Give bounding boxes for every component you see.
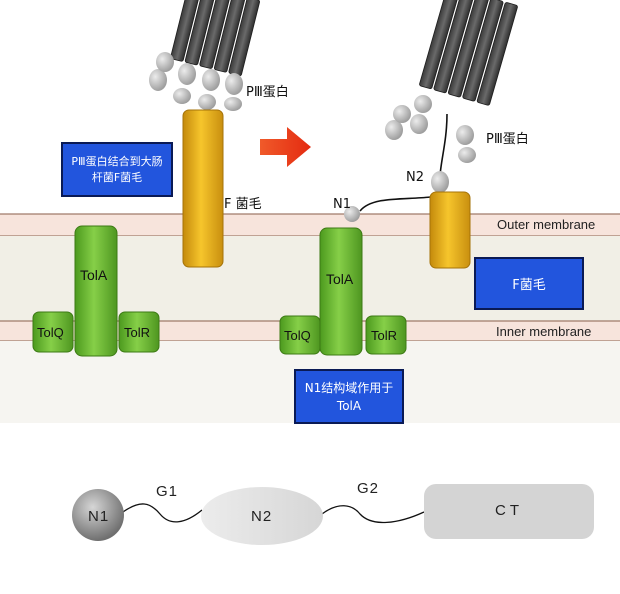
phage-capsid-rods-left [170, 0, 260, 77]
tolq-label-right: TolQ [284, 328, 311, 343]
piii-protein-left [149, 52, 243, 111]
info-box-piii-binding: PⅢ蛋白结合到大肠 杆菌F菌毛 [61, 142, 173, 197]
tolr-label-left: TolR [124, 325, 151, 340]
n1-n2-linker [359, 191, 442, 212]
info-box-line: 杆菌F菌毛 [91, 170, 143, 184]
n1-domain-bound [344, 206, 360, 222]
transition-arrow [260, 127, 311, 167]
tolq-right [279, 315, 321, 355]
piii-label-left: PⅢ蛋白 [246, 85, 289, 100]
piii-label-right: PⅢ蛋白 [486, 132, 529, 147]
inner-membrane-label: Inner membrane [496, 324, 592, 339]
info-box-line: F菌毛 [512, 278, 546, 293]
f-pilus-right [429, 191, 471, 269]
piii-protein-right [385, 95, 476, 163]
tolr-left [118, 311, 160, 353]
n2-domain [201, 487, 323, 545]
n2-domain-bound [431, 171, 449, 193]
phage-capsid-rods-right [419, 0, 518, 106]
info-box-line: N1结构域作用于 [304, 380, 394, 395]
info-box-n1-tola: N1结构域作用于 TolA [294, 369, 404, 424]
n2-domain-label: N2 [251, 508, 273, 525]
ct-domain-label: CT [495, 502, 523, 519]
tola-label-left: TolA [80, 267, 108, 283]
tola-right [319, 227, 363, 356]
outer-membrane-label: Outer membrane [497, 217, 596, 232]
tolr-label-right: TolR [371, 328, 398, 343]
g1-linker-label: G1 [156, 483, 179, 500]
tola-left [74, 225, 118, 357]
n1-domain [72, 489, 124, 541]
ct-domain [424, 484, 594, 539]
info-box-line: TolA [336, 398, 362, 413]
n1-label-right: N1 [333, 197, 351, 212]
g2-linker [321, 505, 425, 524]
piii-tether [439, 113, 448, 177]
f-pilus-label-left: F 菌毛 [224, 197, 262, 212]
g2-linker-label: G2 [357, 480, 380, 497]
info-box-f-pilus: F菌毛 [474, 257, 584, 310]
f-pilus-left [182, 109, 224, 268]
tolr-right [365, 315, 407, 355]
info-box-line: PⅢ蛋白结合到大肠 [71, 154, 163, 168]
tolq-label-left: TolQ [37, 325, 64, 340]
tola-label-right: TolA [326, 271, 354, 287]
n1-domain-label: N1 [88, 508, 110, 525]
n2-label-right: N2 [406, 170, 424, 185]
tolq-left [32, 311, 74, 353]
g1-linker [122, 503, 203, 523]
